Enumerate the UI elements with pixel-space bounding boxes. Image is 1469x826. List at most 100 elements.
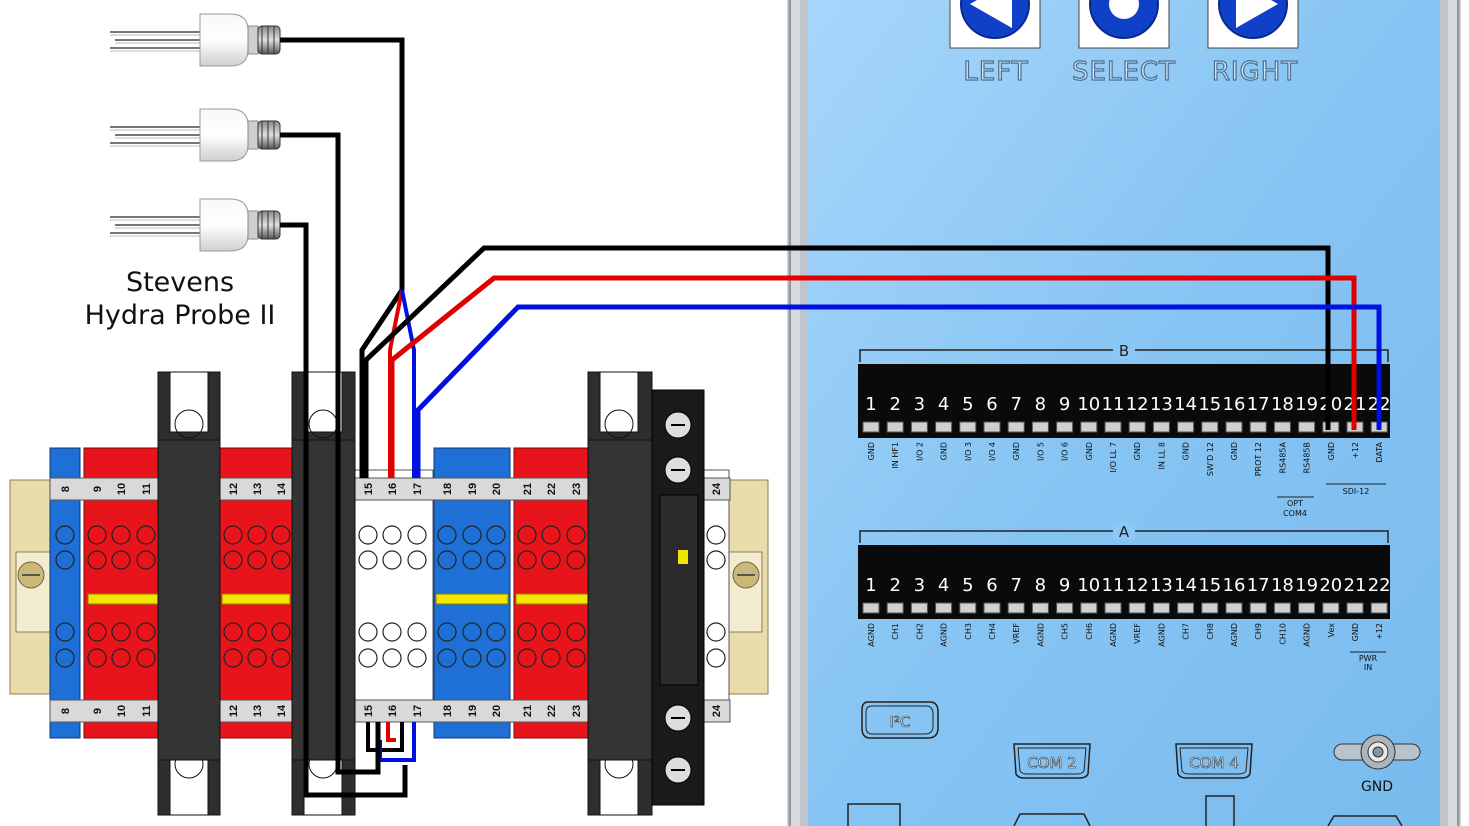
din-terminal-hole[interactable] (486, 648, 506, 668)
din-terminal-hole[interactable] (55, 648, 75, 668)
block-a-terminal-screw[interactable] (935, 602, 953, 614)
block-a-terminal-screw[interactable] (1249, 602, 1267, 614)
din-terminal-hole[interactable] (223, 550, 243, 570)
din-terminal-hole[interactable] (271, 550, 291, 570)
block-a-terminal-screw[interactable] (1080, 602, 1098, 614)
block-a-terminal-screw[interactable] (1322, 602, 1340, 614)
din-terminal-hole[interactable] (271, 648, 291, 668)
block-a-terminal-14[interactable]: 14 (1174, 575, 1197, 596)
block-b-terminal-screw[interactable] (983, 421, 1001, 433)
din-terminal-hole[interactable] (407, 648, 427, 668)
com2-port[interactable]: COM 2 (1013, 743, 1091, 779)
din-terminal-hole[interactable] (247, 525, 267, 545)
din-terminal-hole[interactable] (407, 525, 427, 545)
block-b-terminal-12[interactable]: 12 (1126, 394, 1149, 415)
block-b-terminal-15[interactable]: 15 (1198, 394, 1221, 415)
din-terminal-hole[interactable] (706, 622, 726, 642)
din-terminal-hole[interactable] (87, 648, 107, 668)
din-terminal-hole[interactable] (358, 622, 378, 642)
din-terminal-hole[interactable] (111, 525, 131, 545)
block-a-terminal-screw[interactable] (1056, 602, 1074, 614)
block-a-terminal-8[interactable]: 8 (1035, 575, 1046, 596)
block-b-terminal-16[interactable]: 16 (1223, 394, 1246, 415)
din-terminal-hole[interactable] (462, 525, 482, 545)
din-terminal-hole[interactable] (541, 648, 561, 668)
block-a-terminal-screw[interactable] (862, 602, 880, 614)
din-terminal-hole[interactable] (247, 550, 267, 570)
din-terminal-hole[interactable] (55, 622, 75, 642)
block-b-terminal-screw[interactable] (1273, 421, 1291, 433)
block-a-terminal-1[interactable]: 1 (865, 575, 876, 596)
din-terminal-hole[interactable] (111, 648, 131, 668)
block-b-terminal-6[interactable]: 6 (986, 394, 997, 415)
din-terminal-hole[interactable] (486, 525, 506, 545)
din-terminal-hole[interactable] (462, 550, 482, 570)
din-terminal-hole[interactable] (136, 648, 156, 668)
block-b-terminal-screw[interactable] (1298, 421, 1316, 433)
block-a-terminal-screw[interactable] (1298, 602, 1316, 614)
block-b-terminal-18[interactable]: 18 (1271, 394, 1294, 415)
din-terminal-hole[interactable] (486, 550, 506, 570)
block-a-terminal-6[interactable]: 6 (986, 575, 997, 596)
block-a-terminal-screw[interactable] (1225, 602, 1243, 614)
din-terminal-hole[interactable] (517, 525, 537, 545)
block-a-terminal-16[interactable]: 16 (1223, 575, 1246, 596)
din-terminal-hole[interactable] (541, 525, 561, 545)
din-terminal-hole[interactable] (111, 550, 131, 570)
din-terminal-hole[interactable] (223, 622, 243, 642)
block-a-terminal-screw[interactable] (1031, 602, 1049, 614)
din-terminal-hole[interactable] (407, 622, 427, 642)
din-terminal-hole[interactable] (437, 648, 457, 668)
din-terminal-hole[interactable] (486, 622, 506, 642)
block-b-terminal-19[interactable]: 19 (1295, 394, 1318, 415)
block-a-terminal-screw[interactable] (1370, 602, 1388, 614)
block-a-terminal-screw[interactable] (1177, 602, 1195, 614)
block-a-terminal-3[interactable]: 3 (914, 575, 925, 596)
block-a-terminal-screw[interactable] (886, 602, 904, 614)
din-terminal-hole[interactable] (437, 622, 457, 642)
din-terminal-hole[interactable] (566, 550, 586, 570)
block-b-terminal-1[interactable]: 1 (865, 394, 876, 415)
block-a-terminal-screw[interactable] (1104, 602, 1122, 614)
block-b-terminal-2[interactable]: 2 (889, 394, 900, 415)
gnd-lug[interactable]: GND (1333, 734, 1421, 795)
block-a-terminal-12[interactable]: 12 (1126, 575, 1149, 596)
din-terminal-hole[interactable] (566, 648, 586, 668)
block-a-terminal-screw[interactable] (1128, 602, 1146, 614)
block-b-terminal-5[interactable]: 5 (962, 394, 973, 415)
block-b-terminal-screw[interactable] (1225, 421, 1243, 433)
block-a-terminal-15[interactable]: 15 (1198, 575, 1221, 596)
block-a-terminal-9[interactable]: 9 (1059, 575, 1070, 596)
block-a-terminal-11[interactable]: 11 (1102, 575, 1125, 596)
din-terminal-hole[interactable] (136, 525, 156, 545)
din-terminal-hole[interactable] (462, 622, 482, 642)
select-button[interactable] (1078, 0, 1170, 49)
block-b-terminal-screw[interactable] (1249, 421, 1267, 433)
block-a-terminal-screw[interactable] (1152, 602, 1170, 614)
block-a-terminal-screw[interactable] (983, 602, 1001, 614)
din-terminal-hole[interactable] (566, 622, 586, 642)
block-b-terminal-screw[interactable] (935, 421, 953, 433)
din-terminal-hole[interactable] (87, 622, 107, 642)
block-a-terminal-4[interactable]: 4 (938, 575, 949, 596)
block-b-terminal-screw[interactable] (910, 421, 928, 433)
block-b-terminal-11[interactable]: 11 (1102, 394, 1125, 415)
block-b-terminal-screw[interactable] (1104, 421, 1122, 433)
din-terminal-hole[interactable] (358, 550, 378, 570)
block-b-terminal-screw[interactable] (1056, 421, 1074, 433)
din-terminal-hole[interactable] (87, 525, 107, 545)
block-b-terminal-screw[interactable] (1031, 421, 1049, 433)
din-terminal-hole[interactable] (358, 648, 378, 668)
din-terminal-hole[interactable] (566, 525, 586, 545)
din-terminal-hole[interactable] (437, 525, 457, 545)
block-a-terminal-screw[interactable] (1007, 602, 1025, 614)
right-button[interactable] (1207, 0, 1299, 49)
din-terminal-hole[interactable] (382, 550, 402, 570)
block-a-terminal-screw[interactable] (1346, 602, 1364, 614)
block-b-terminal-7[interactable]: 7 (1010, 394, 1021, 415)
din-terminal-hole[interactable] (541, 622, 561, 642)
block-b-terminal-9[interactable]: 9 (1059, 394, 1070, 415)
din-terminal-hole[interactable] (247, 622, 267, 642)
i2c-port[interactable]: I²C (861, 701, 939, 739)
block-b-terminal-screw[interactable] (959, 421, 977, 433)
